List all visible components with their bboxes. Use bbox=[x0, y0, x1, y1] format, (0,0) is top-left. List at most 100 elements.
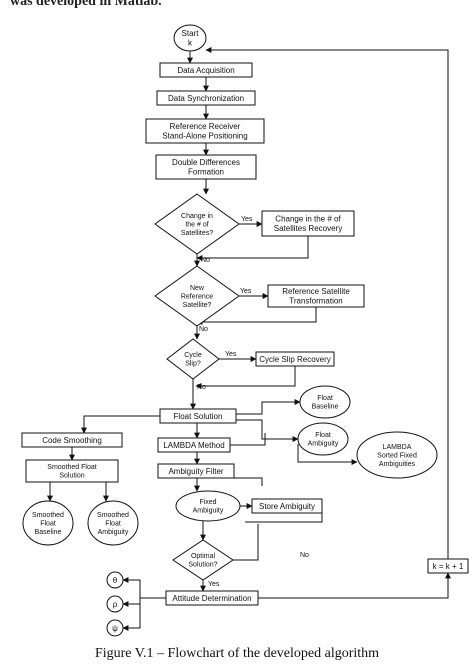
edge-filter-side bbox=[234, 477, 263, 486]
data-sync-box bbox=[156, 90, 256, 106]
lambda-method-label-0: LAMBDA Method bbox=[163, 441, 224, 450]
store-ambiguity-box bbox=[251, 498, 323, 514]
edge-float-to-code-smoothing bbox=[81, 415, 160, 434]
change-sats-label-2: Satellites? bbox=[181, 230, 213, 237]
store-ambiguity-label-0: Store Ambiguity bbox=[259, 502, 315, 511]
node-ambiguity-filter: Ambiguity Filter bbox=[157, 463, 235, 479]
edge-float-to-ambiguity bbox=[236, 419, 299, 442]
edge-cycle-recovery-return bbox=[195, 366, 296, 389]
node-psi: ψ bbox=[106, 619, 124, 637]
change-sats-label-0: Change in bbox=[181, 213, 213, 220]
double-diff-label-0: Double Differences bbox=[172, 158, 240, 167]
edge-attitude-to-theta bbox=[122, 577, 166, 599]
attitude-determination-label-0: Attitude Determination bbox=[172, 594, 251, 603]
fixed-ambiguity-ellipse bbox=[175, 490, 241, 522]
change-sats-label-1: the # of bbox=[185, 221, 208, 228]
data-sync-label-0: Data Synchronization bbox=[168, 94, 244, 103]
float-solution-box bbox=[159, 408, 237, 424]
psi-circle bbox=[106, 619, 124, 637]
ambiguity-filter-label-0: Ambiguity Filter bbox=[168, 467, 223, 476]
new-ref-sat-diamond bbox=[154, 265, 240, 327]
ambiguity-filter-box bbox=[157, 463, 235, 479]
fixed-ambiguity-label-1: Ambiguity bbox=[193, 508, 224, 515]
ref-sat-transform-label-1: Transformation bbox=[289, 297, 343, 306]
start-ellipse bbox=[173, 24, 207, 52]
float-baseline-label-0: Float bbox=[317, 395, 333, 402]
smoothed-float-solution-box bbox=[25, 459, 119, 483]
lambda-sorted-ellipse bbox=[356, 431, 438, 479]
node-code-smoothing: Code Smoothing bbox=[21, 432, 123, 448]
edge-label-change-no: No bbox=[201, 257, 210, 264]
lambda-sorted-label-2: Ambiguities bbox=[379, 461, 416, 468]
edge-label-newref-yes: Yes bbox=[240, 288, 252, 295]
ref-receiver-box bbox=[145, 118, 265, 144]
node-lambda-method: LAMBDA Method bbox=[157, 437, 231, 453]
change-recovery-label-1: Satellites Recovery bbox=[274, 224, 342, 233]
node-k-increment: k = k + 1 bbox=[427, 558, 469, 574]
theta-label-0: θ bbox=[113, 576, 118, 585]
figure-caption: Figure V.1 – Flowchart of the developed … bbox=[94, 646, 380, 661]
cycle-slip-label-1: Slip? bbox=[185, 361, 201, 368]
smoothed-float-baseline-label-0: Smoothed bbox=[32, 512, 64, 519]
edge-float-to-baseline bbox=[236, 399, 301, 415]
change-recovery-label-0: Change in the # of bbox=[275, 215, 341, 224]
smoothed-float-solution-label-0: Smoothed Float bbox=[47, 464, 96, 471]
smoothed-float-ambiguity-label-1: Float bbox=[105, 520, 121, 527]
psi-label-0: ψ bbox=[112, 624, 118, 633]
smoothed-float-baseline-label-2: Baseline bbox=[35, 529, 62, 536]
float-ambiguity-ellipse bbox=[297, 422, 349, 456]
float-ambiguity-label-1: Ambiguity bbox=[308, 441, 339, 448]
attitude-determination-box bbox=[165, 590, 259, 606]
ref-sat-transform-box bbox=[267, 284, 365, 308]
start-label-1: k bbox=[188, 39, 193, 48]
ref-receiver-label-0: Reference Receiver bbox=[170, 122, 241, 131]
node-cycle-slip-recovery: Cycle Slip Recovery bbox=[255, 351, 335, 367]
data-acquisition-box bbox=[159, 62, 253, 78]
edge-ambiguity-to-lambda-sorted bbox=[297, 444, 358, 465]
data-acquisition-label-0: Data Acquisition bbox=[177, 66, 234, 75]
edge-label-cycle-yes: Yes bbox=[225, 351, 237, 358]
optimal-solution-diamond bbox=[172, 539, 234, 581]
cycle-slip-recovery-box bbox=[255, 351, 335, 367]
cycle-slip-diamond bbox=[166, 338, 220, 380]
smoothed-float-ambiguity-label-2: Ambiguity bbox=[98, 529, 129, 536]
edge-label-optimal-no: No bbox=[300, 552, 309, 559]
node-attitude-determination: Attitude Determination bbox=[165, 590, 259, 606]
node-float-solution: Float Solution bbox=[159, 408, 237, 424]
code-smoothing-box bbox=[21, 432, 123, 448]
node-data-sync: Data Synchronization bbox=[156, 90, 256, 106]
theta-circle bbox=[106, 571, 124, 589]
k-increment-box bbox=[427, 558, 469, 574]
edge-label-change-yes: Yes bbox=[241, 216, 253, 223]
change-recovery-box bbox=[261, 210, 355, 237]
optimal-solution-label-0: Optimal bbox=[191, 553, 216, 560]
k-increment-label-0: k = k + 1 bbox=[433, 562, 464, 571]
edge-optimal-no bbox=[233, 524, 259, 561]
code-smoothing-label-0: Code Smoothing bbox=[42, 436, 102, 445]
rho-label-0: ρ bbox=[113, 600, 118, 609]
cycle-slip-recovery-label-0: Cycle Slip Recovery bbox=[259, 355, 331, 364]
edge-lambda-side bbox=[230, 433, 266, 446]
node-data-acquisition: Data Acquisition bbox=[159, 62, 253, 78]
edge-label-cycle-no: No bbox=[197, 384, 206, 391]
double-diff-label-1: Formation bbox=[188, 168, 224, 177]
smoothed-float-baseline-ellipse bbox=[22, 500, 74, 546]
smoothed-float-solution-label-1: Solution bbox=[59, 473, 84, 480]
float-baseline-ellipse bbox=[299, 385, 351, 419]
edge-transform-return bbox=[196, 307, 317, 325]
node-store-ambiguity: Store Ambiguity bbox=[251, 498, 323, 514]
